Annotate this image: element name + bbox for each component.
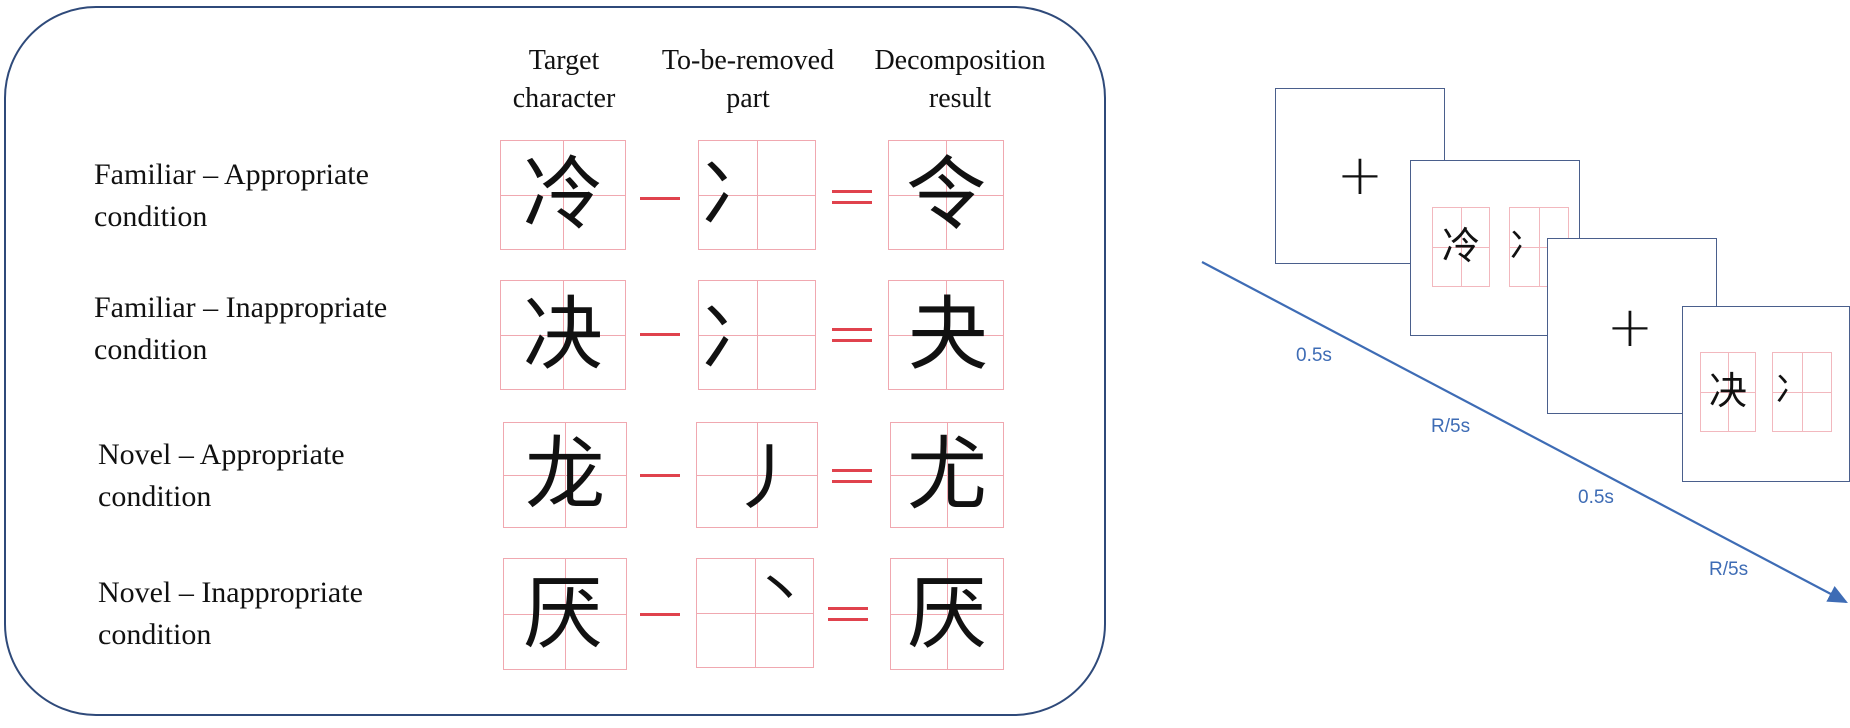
header-result-line1: Decomposition	[874, 45, 1046, 76]
equals-sign-row4	[828, 607, 868, 621]
stimulus2-removed-char: 冫	[1775, 370, 1809, 410]
timing-label-response-1: R/5s	[1431, 416, 1471, 437]
condition-label-familiar-inappropriate: Familiar – Inappropriate condition	[94, 287, 387, 371]
removed-grid-row3	[696, 422, 818, 528]
target-grid-row2	[500, 280, 626, 390]
condition-line1: Familiar – Appropriate	[94, 158, 369, 191]
removed-grid-row4	[696, 558, 814, 668]
header-result-line2: result	[928, 83, 992, 114]
header-decomposition-result: Decomposition result	[862, 42, 1058, 118]
stimulus1-target-char: 冷	[1441, 224, 1480, 268]
stimulus2-target-char: 决	[1708, 369, 1747, 413]
stimulus2-removed-grid	[1772, 352, 1832, 432]
removed-grid-row2	[698, 280, 816, 390]
condition-line1: Familiar – Inappropriate	[94, 291, 388, 324]
condition-line2: condition	[98, 618, 212, 651]
condition-line2: condition	[94, 200, 208, 233]
target-grid-row4	[503, 558, 627, 670]
target-char-row3: 龙	[525, 428, 605, 521]
header-to-be-removed: To-be-removed part	[648, 42, 848, 118]
header-target-character: Target character	[494, 42, 634, 118]
target-char-row1: 冷	[523, 148, 603, 241]
header-target-line2: character	[512, 83, 616, 114]
target-grid-row3	[503, 422, 627, 528]
removed-part-row3: 丿	[730, 436, 803, 520]
removed-part-row4: 丶	[752, 559, 808, 624]
header-removed-line1: To-be-removed	[661, 45, 835, 76]
condition-label-novel-appropriate: Novel – Appropriate condition	[98, 434, 345, 518]
header-target-line1: Target	[528, 45, 600, 76]
condition-label-familiar-appropriate: Familiar – Appropriate condition	[94, 154, 369, 238]
result-char-row1: 令	[906, 148, 986, 241]
header-removed-line2: part	[726, 83, 770, 114]
condition-line2: condition	[98, 480, 212, 513]
removed-grid-row1	[698, 140, 816, 250]
removed-part-row1: 冫	[700, 149, 776, 238]
removed-part-row2: 冫	[700, 293, 776, 382]
minus-sign-row1	[640, 197, 680, 200]
fixation-cross-1: +	[1336, 143, 1384, 208]
minus-sign-row4	[640, 613, 680, 616]
fixation-cross-2: +	[1606, 295, 1654, 360]
stimulus1-removed-char: 冫	[1509, 226, 1543, 266]
condition-line2: condition	[94, 333, 208, 366]
minus-sign-row2	[640, 333, 680, 336]
timing-label-fixation-2: 0.5s	[1578, 487, 1614, 508]
minus-sign-row3	[640, 474, 680, 477]
equals-sign-row1	[832, 190, 872, 204]
result-grid-row3	[890, 422, 1004, 528]
target-char-row4: 厌	[523, 567, 603, 660]
result-grid-row1	[888, 140, 1004, 250]
equals-sign-row3	[832, 469, 872, 483]
timing-label-response-2: R/5s	[1709, 559, 1749, 580]
condition-line1: Novel – Appropriate	[98, 438, 345, 471]
target-char-row2: 决	[523, 288, 603, 381]
result-char-row3: 尤	[907, 428, 987, 521]
result-char-row2: 夬	[908, 288, 988, 381]
condition-label-novel-inappropriate: Novel – Inappropriate condition	[98, 572, 363, 656]
conditions-panel	[4, 6, 1106, 716]
condition-line1: Novel – Inappropriate	[98, 576, 363, 609]
result-grid-row2	[888, 280, 1004, 390]
equals-sign-row2	[832, 328, 872, 342]
result-char-row4: 厌	[907, 567, 987, 660]
result-grid-row4	[890, 558, 1004, 670]
stimulus2-target-grid	[1700, 352, 1756, 432]
timing-label-fixation-1: 0.5s	[1296, 345, 1332, 366]
target-grid-row1	[500, 140, 626, 250]
stimulus1-target-grid	[1432, 207, 1490, 287]
